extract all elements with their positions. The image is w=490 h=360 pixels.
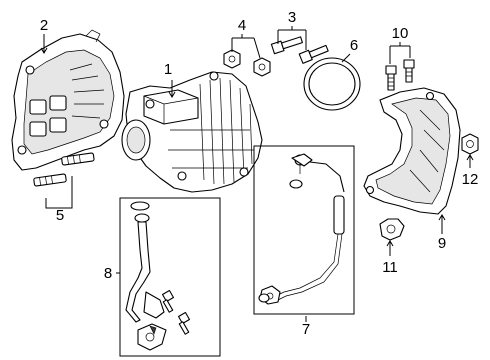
callout-6: 6 [341,37,358,63]
callout-label-9: 9 [438,235,446,252]
callout-label-1: 1 [164,61,172,78]
callout-4: 4 [231,17,261,59]
callout-label-8: 8 [104,265,112,282]
callout-label-7: 7 [302,321,310,338]
callout-11: 11 [382,240,398,276]
callout-9: 9 [438,214,446,252]
oil-feed-line-group [253,145,355,315]
part-8-box [119,197,221,357]
gasket-ring-part [303,57,361,111]
callout-label-4: 4 [238,17,246,34]
callout-8: 8 [104,265,120,282]
nut-part-12 [461,133,479,155]
callout-label-11: 11 [382,259,398,276]
callout-7: 7 [302,316,310,338]
callout-label-5: 5 [56,207,64,224]
bolt-parts-10 [385,59,415,91]
bolt-parts-3 [270,36,329,64]
callout-10: 10 [389,25,411,64]
stud-parts [33,152,95,187]
callout-5: 5 [45,176,73,224]
callout-3: 3 [277,9,307,50]
nut-part-11 [379,218,405,241]
callout-1: 1 [164,61,176,98]
callout-label-6: 6 [350,37,358,54]
callout-2: 2 [40,17,48,54]
callout-label-2: 2 [40,17,48,34]
heat-shield-left-part [11,29,125,171]
nut-parts-4 [223,49,271,77]
callout-label-10: 10 [392,25,409,42]
part-7-box [253,145,355,315]
heat-shield-right-part [363,87,461,215]
callout-12: 12 [462,154,479,188]
callout-label-3: 3 [288,9,296,26]
callout-label-12: 12 [462,171,479,188]
supercharger-part [121,71,263,193]
oil-return-line-group [119,197,221,357]
